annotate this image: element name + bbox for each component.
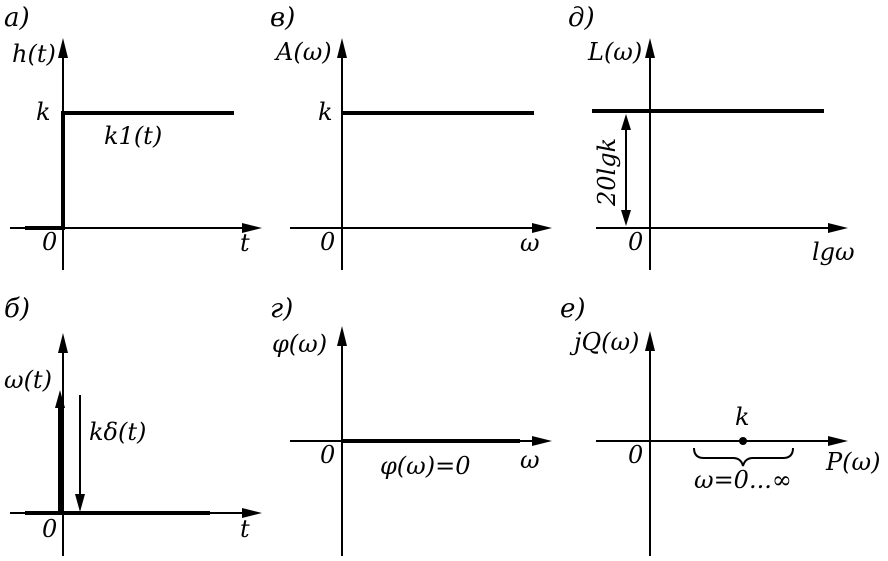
- panel-e-x-label: P(ω): [825, 448, 880, 476]
- panel-a-y-arrow: [58, 38, 68, 58]
- panel-g-x-arrow: [532, 436, 552, 446]
- panel-b-origin: 0: [42, 515, 57, 543]
- panel-e-point-k: [739, 437, 747, 445]
- panel-b-y-arrow: [58, 333, 68, 353]
- panel-e-x-arrow: [828, 436, 848, 446]
- panel-a-y-label: h(t): [12, 40, 56, 68]
- panel-d-dimension-arrow-down: [621, 210, 631, 226]
- panel-b-y-label: ω(t): [4, 366, 52, 394]
- panel-e-label: е): [560, 294, 586, 324]
- panel-d-dimension-label: 20lgk: [593, 138, 621, 207]
- panel-a-level-k: k: [36, 98, 51, 126]
- panel-e-range-label: ω=0...∞: [694, 466, 792, 494]
- panel-v-origin: 0: [320, 228, 335, 256]
- panel-v-y-arrow: [337, 38, 347, 58]
- panel-v-x-arrow: [532, 223, 552, 233]
- panel-e-y-label: jQ(ω): [569, 328, 639, 356]
- panel-b-x-label: t: [240, 515, 250, 543]
- panel-b-impulse-down-arrow: [75, 494, 85, 512]
- panel-b-impulse-up-arrow: [55, 390, 65, 408]
- panel-d-origin: 0: [628, 228, 643, 256]
- panel-a-x-arrow: [242, 223, 262, 233]
- panel-g-label: г): [270, 294, 293, 324]
- panel-d-x-arrow: [828, 223, 848, 233]
- panel-g: г) φ(ω) ω 0 φ(ω)=0: [270, 294, 552, 556]
- panel-e-point-label: k: [735, 403, 750, 431]
- panel-a: а) h(t) t 0 k k1(t): [4, 3, 262, 270]
- panel-a-step-curve: [25, 111, 234, 230]
- panel-d-dimension-arrow-up: [621, 114, 631, 130]
- panel-v-label: в): [270, 3, 295, 33]
- panel-v-x-label: ω: [520, 229, 540, 257]
- panel-v: в) A(ω) ω 0 k: [270, 3, 552, 270]
- panel-g-y-arrow: [337, 326, 347, 346]
- panel-v-level-k: k: [318, 98, 333, 126]
- panel-g-curve-label: φ(ω)=0: [380, 452, 470, 480]
- panel-v-y-label: A(ω): [274, 38, 332, 66]
- panel-a-label: а): [4, 3, 30, 33]
- panel-d: д) L(ω) lgω 0 20lgk: [568, 3, 855, 270]
- panel-d-y-arrow: [645, 38, 655, 58]
- panel-e-y-arrow: [645, 331, 655, 351]
- panel-b: б) ω(t) t 0 kδ(t): [4, 294, 262, 556]
- panel-e: е) jQ(ω) P(ω) 0 k ω=0...∞: [560, 294, 880, 556]
- panel-g-y-label: φ(ω): [272, 330, 327, 358]
- panel-a-curve-label: k1(t): [104, 122, 162, 150]
- panel-g-x-label: ω: [520, 446, 540, 474]
- panel-d-y-label: L(ω): [587, 38, 642, 66]
- panel-e-range-brace: [693, 447, 794, 467]
- panel-a-origin: 0: [42, 228, 57, 256]
- panel-b-label: б): [4, 294, 30, 324]
- panel-b-impulse-label: kδ(t): [89, 418, 146, 446]
- panel-g-origin: 0: [320, 441, 335, 469]
- panel-d-label: д): [568, 3, 595, 33]
- panel-a-x-label: t: [240, 229, 250, 257]
- panel-b-x-arrow: [242, 508, 262, 518]
- panel-d-x-label: lgω: [812, 238, 855, 266]
- panel-e-origin: 0: [628, 441, 643, 469]
